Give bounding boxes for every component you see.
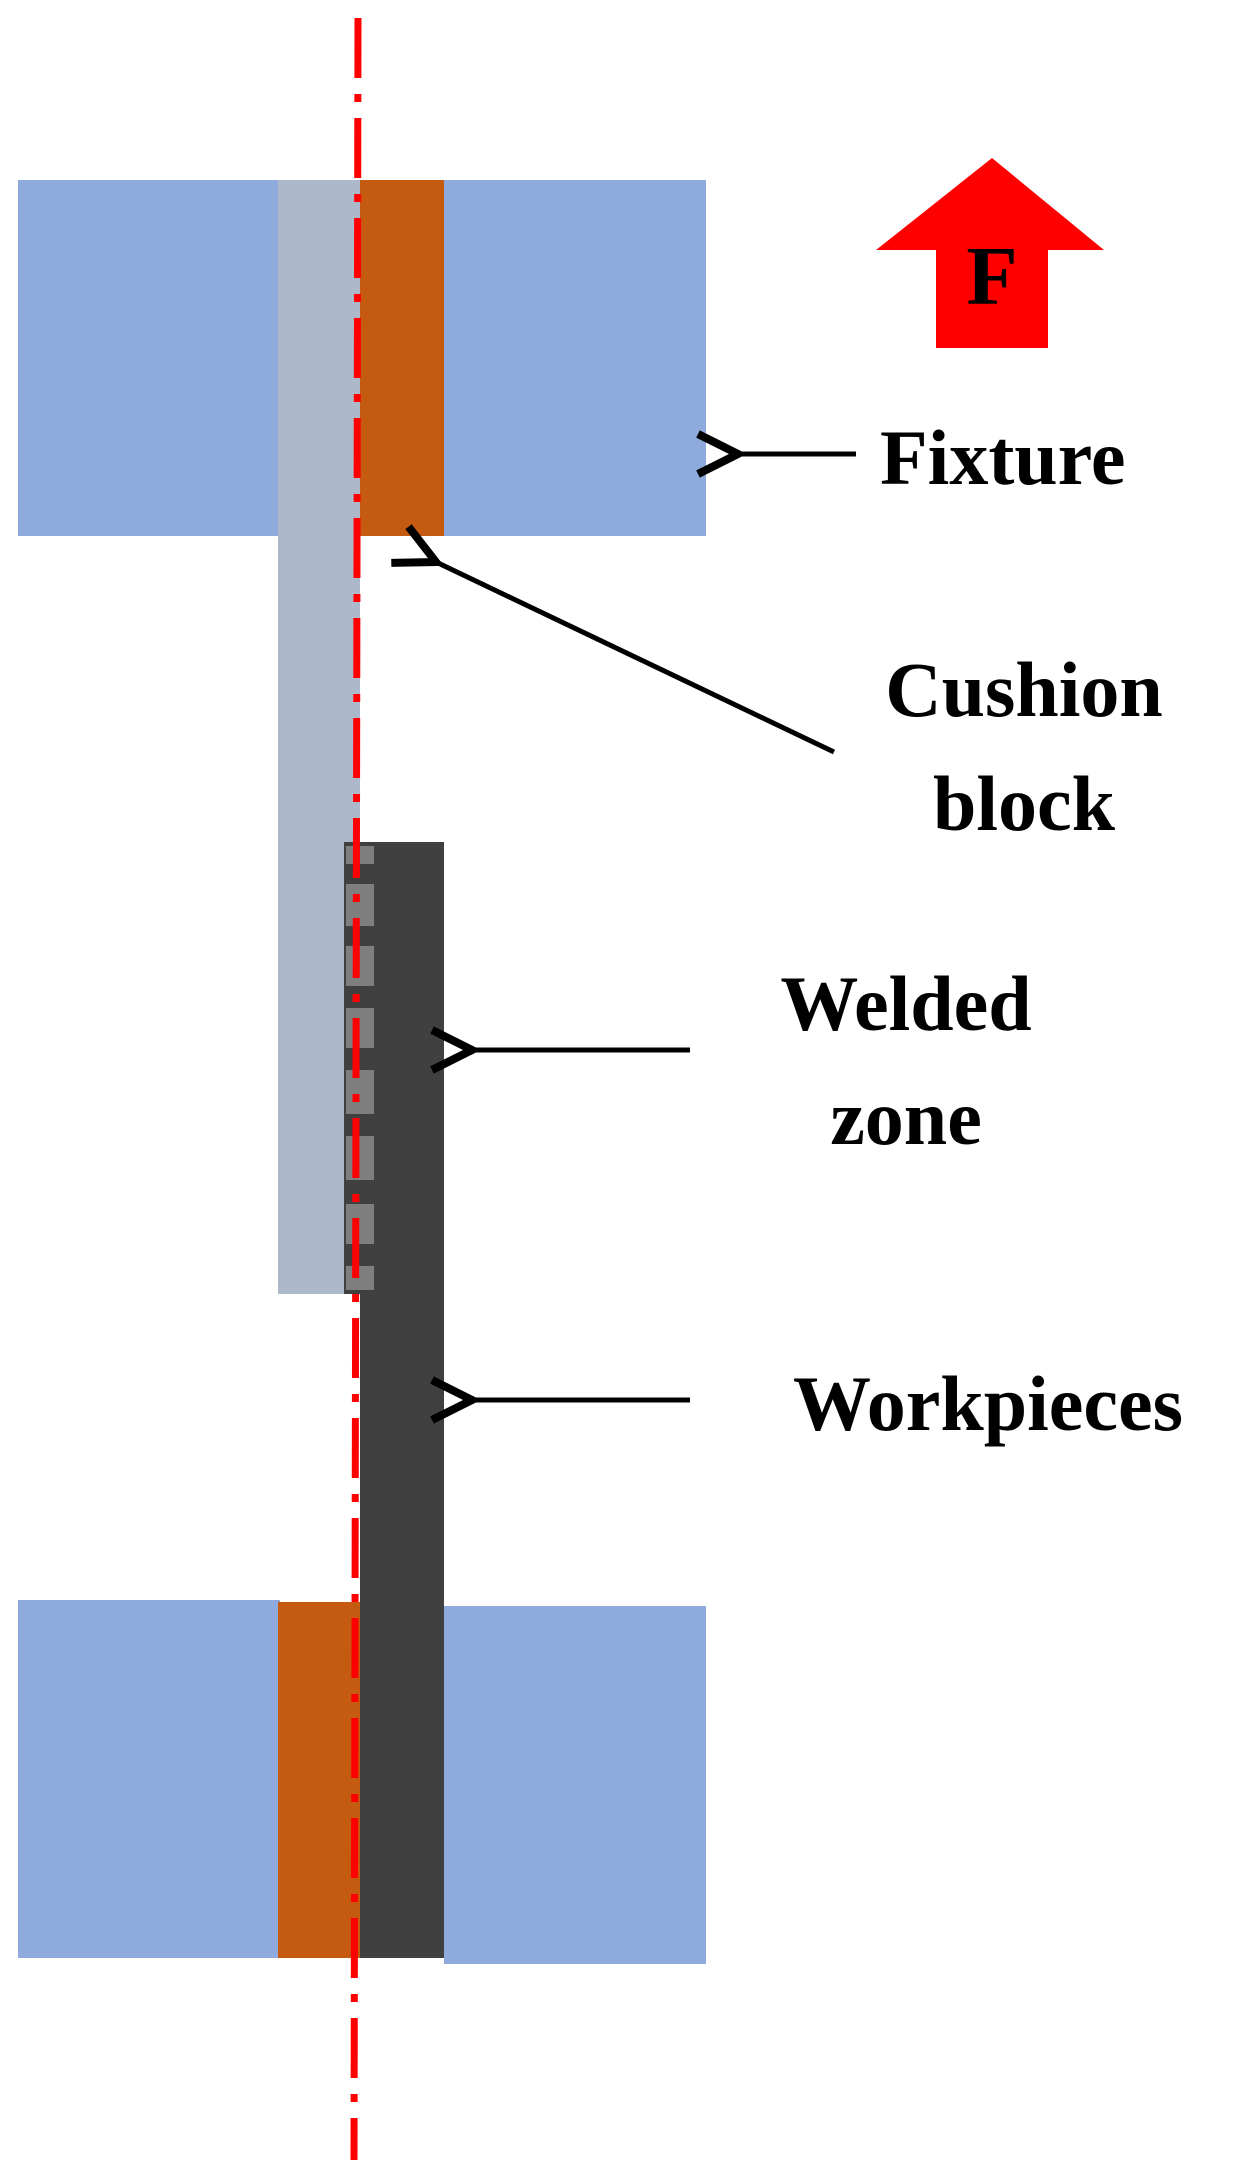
lower-fixture <box>18 1600 706 1964</box>
weld-spot <box>346 1070 374 1114</box>
upper-fixture-right-jaw <box>444 180 706 536</box>
cushion-block-leader-arrow <box>436 562 836 755</box>
centerline <box>350 17 362 2161</box>
weld-spot <box>346 1136 374 1180</box>
force-arrow: F <box>876 158 1104 348</box>
weld-spot <box>346 1266 374 1290</box>
cushion-block-label-line2: block <box>933 760 1116 847</box>
welded-zone-label-line2: zone <box>830 1074 982 1161</box>
welded-zone-callout: Welded zone <box>472 960 1032 1161</box>
upper-fixture-left-jaw <box>18 180 280 536</box>
lower-cushion-block <box>278 1602 360 1958</box>
upper-fixture <box>18 180 706 536</box>
cushion-block-callout: Cushion block <box>436 562 1163 847</box>
weld-spot <box>346 946 374 986</box>
workpieces-label: Workpieces <box>793 1360 1183 1447</box>
weld-spot <box>346 1008 374 1048</box>
weld-spot <box>346 884 374 926</box>
workpieces-callout: Workpieces <box>472 1360 1183 1447</box>
upper-cushion-block <box>360 180 444 536</box>
lower-fixture-right-jaw <box>444 1606 706 1964</box>
weld-spot <box>346 846 374 864</box>
welded-zone-label-line1: Welded <box>780 960 1031 1047</box>
fixture-callout: Fixture <box>738 414 1126 501</box>
fixture-label: Fixture <box>880 414 1126 501</box>
lower-fixture-left-jaw <box>18 1600 280 1958</box>
cushion-block-label-line1: Cushion <box>885 646 1163 733</box>
welded-zone <box>344 842 376 1294</box>
force-arrow-shape <box>876 158 1104 348</box>
force-label: F <box>966 230 1017 323</box>
weld-spot <box>346 1204 374 1244</box>
